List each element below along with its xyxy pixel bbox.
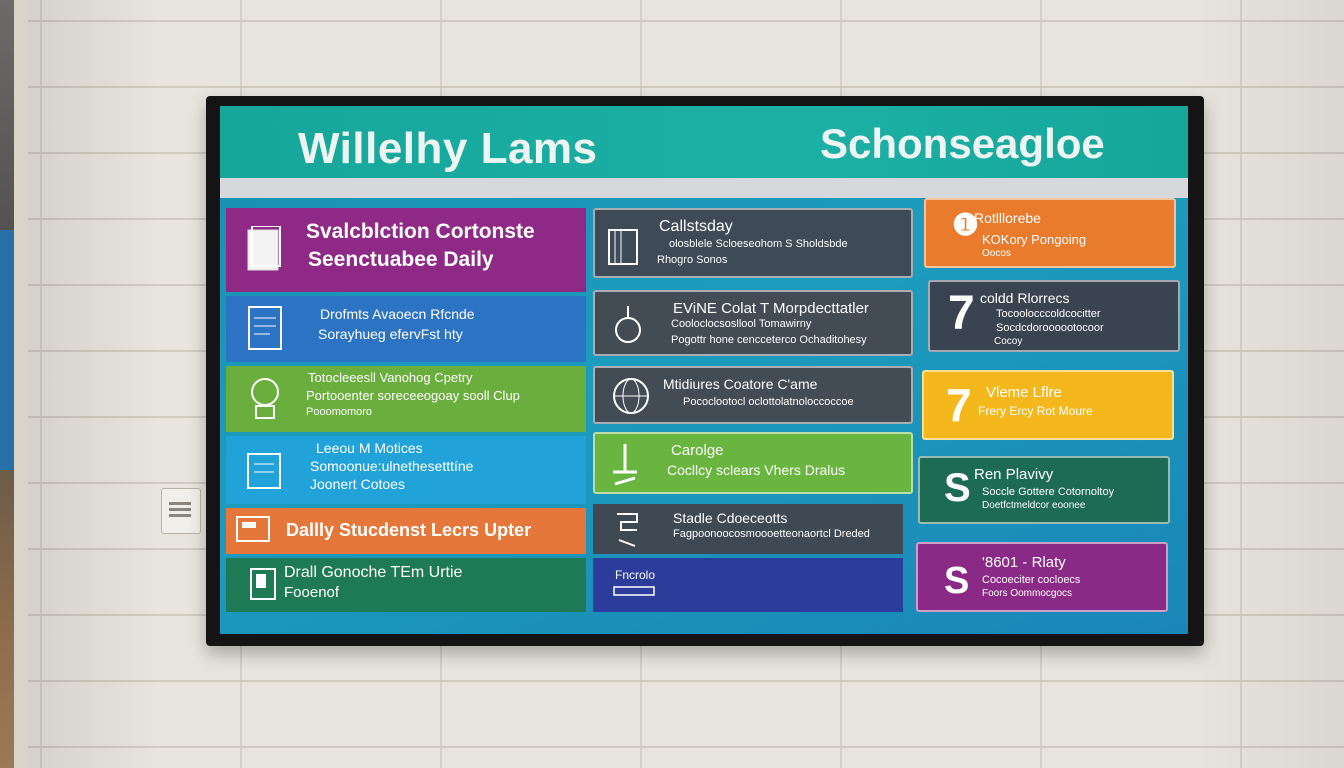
calendar-icon [248, 306, 282, 350]
right-tile-3: 7 Vleme Lflre Frery Ercy Rot Moure [922, 370, 1174, 440]
mid-tile-1: Callstsday olosblele Scloeseohom S Shold… [593, 208, 913, 278]
books-icon [607, 224, 645, 266]
award-icon [248, 376, 282, 420]
gallery-icon [250, 568, 280, 602]
doorway-glimpse [0, 230, 14, 470]
pencil-icon [613, 584, 659, 598]
school-title: Willelhy Lams [298, 124, 598, 173]
left-tile-3: Totocleeesll Vanohog Cpetry Portooenter … [226, 366, 586, 432]
wall-monitor: Willelhy Lams Schonseagloe Svalcblction … [206, 96, 1204, 646]
left-tile-4: Leeou M Motices Somoonue:ulnethesetttíne… [226, 436, 586, 504]
left-tile-6: Drall Gonoche TEm Urtie Fooenof [226, 558, 586, 612]
tile-number: 7 [946, 379, 972, 431]
apple-icon [613, 302, 643, 346]
mid-tile-2: EViNE Colat T Morpdecttatler Cooloclocso… [593, 290, 913, 356]
globe-icon [611, 376, 651, 416]
school-subtitle: Schonseagloe [820, 120, 1105, 167]
tile-number: S [944, 466, 971, 510]
tile-number: ❶ [952, 209, 979, 242]
tile-number: 7 [948, 287, 975, 340]
right-tile-4: S Ren Plavivy Soccle Gottere Cotornoltoy… [918, 456, 1170, 524]
flag-icon [613, 510, 643, 548]
left-tile-1: Svalcblction Cortonste Seenctuabee Daily [226, 208, 586, 292]
right-tile-2: 7 coldd Rlorrecs Tocoolocccoldcocitter S… [928, 280, 1180, 352]
right-tile-1: ❶ Rotlllorebe KOKory Pongoing Oocos [924, 198, 1176, 268]
microscope-icon [609, 442, 641, 488]
wall-switch-plate [161, 488, 201, 534]
display-screen: Willelhy Lams Schonseagloe Svalcblction … [220, 106, 1188, 634]
mid-tile-3: Mtidiures Coatore C'ame Pococlootocl ocl… [593, 366, 913, 424]
document-icon [246, 225, 282, 274]
header-divider [220, 178, 1188, 198]
mid-tile-5: Stadle Cdoeceotts Fagpoonoocosmoooetteon… [593, 504, 903, 554]
right-tile-5: S '8601 - Rlaty Cocoeciter cocloecs Foor… [916, 542, 1168, 612]
screen-icon [236, 516, 270, 544]
tile-number: S [944, 560, 970, 602]
left-tile-2: Drofmts Avaoecn Rfcnde Sorayhueg efervFs… [226, 296, 586, 362]
mid-tile-6: Fncrolo [593, 558, 903, 612]
mid-tile-4: Carolge Cocllcy sclears Vhers Dralus [593, 432, 913, 494]
notice-icon [244, 448, 284, 492]
header-bar: Willelhy Lams Schonseagloe [220, 106, 1188, 178]
door-frame [14, 0, 28, 768]
left-tile-5: Dallly Stucdenst Lecrs Upter [226, 508, 586, 554]
